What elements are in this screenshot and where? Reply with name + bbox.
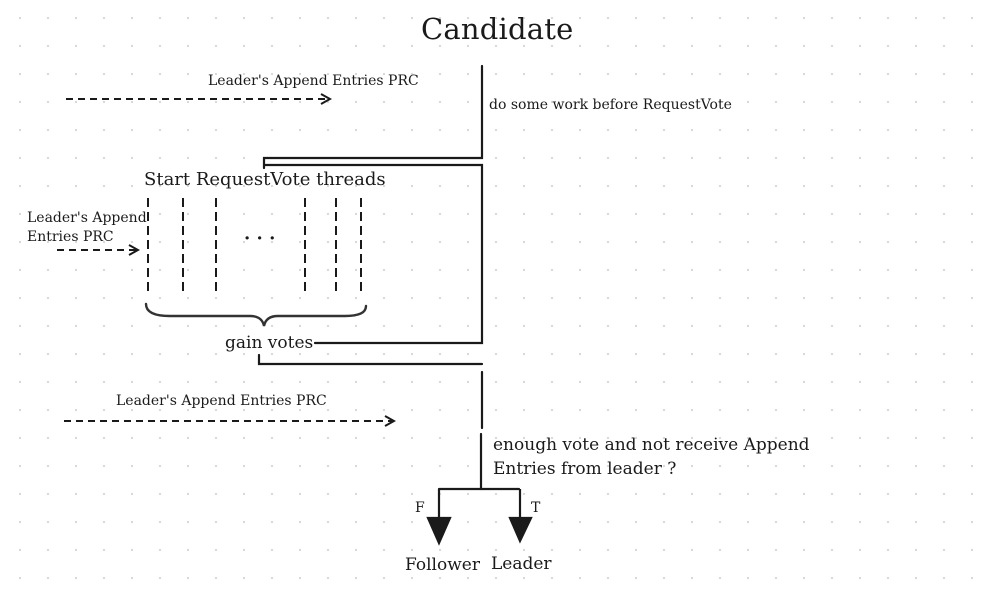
- timeline-segment-2: [262, 163, 484, 345]
- branch-arrows: [426, 489, 533, 546]
- start-threads-label: Start RequestVote threads: [144, 169, 386, 190]
- top-rpc-label: Leader's Append Entries PRC: [208, 73, 419, 89]
- timeline-segment-1: [262, 64, 484, 170]
- ellipsis-label: · · ·: [244, 228, 276, 249]
- side-rpc-label: Leader's Append Entries PRC: [27, 210, 147, 245]
- gain-votes-label: gain votes: [225, 333, 314, 353]
- follower-label: Follower: [405, 555, 480, 575]
- gather-brace: [144, 302, 368, 327]
- diagram-title: Candidate: [421, 12, 574, 46]
- true-branch-arrowhead: [508, 516, 533, 544]
- false-branch-label: F: [415, 500, 425, 516]
- rpc-arrows: [57, 99, 394, 421]
- thread-lines: [147, 198, 362, 296]
- bottom-rpc-label: Leader's Append Entries PRC: [116, 393, 327, 409]
- true-branch-label: T: [531, 500, 541, 516]
- false-branch-arrowhead: [426, 516, 452, 546]
- timeline-segment-3: [257, 353, 484, 366]
- pre-work-label: do some work before RequestVote: [489, 97, 732, 113]
- leader-label: Leader: [491, 554, 552, 574]
- condition-label: enough vote and not receive Append Entri…: [493, 435, 810, 479]
- timeline: [257, 64, 521, 491]
